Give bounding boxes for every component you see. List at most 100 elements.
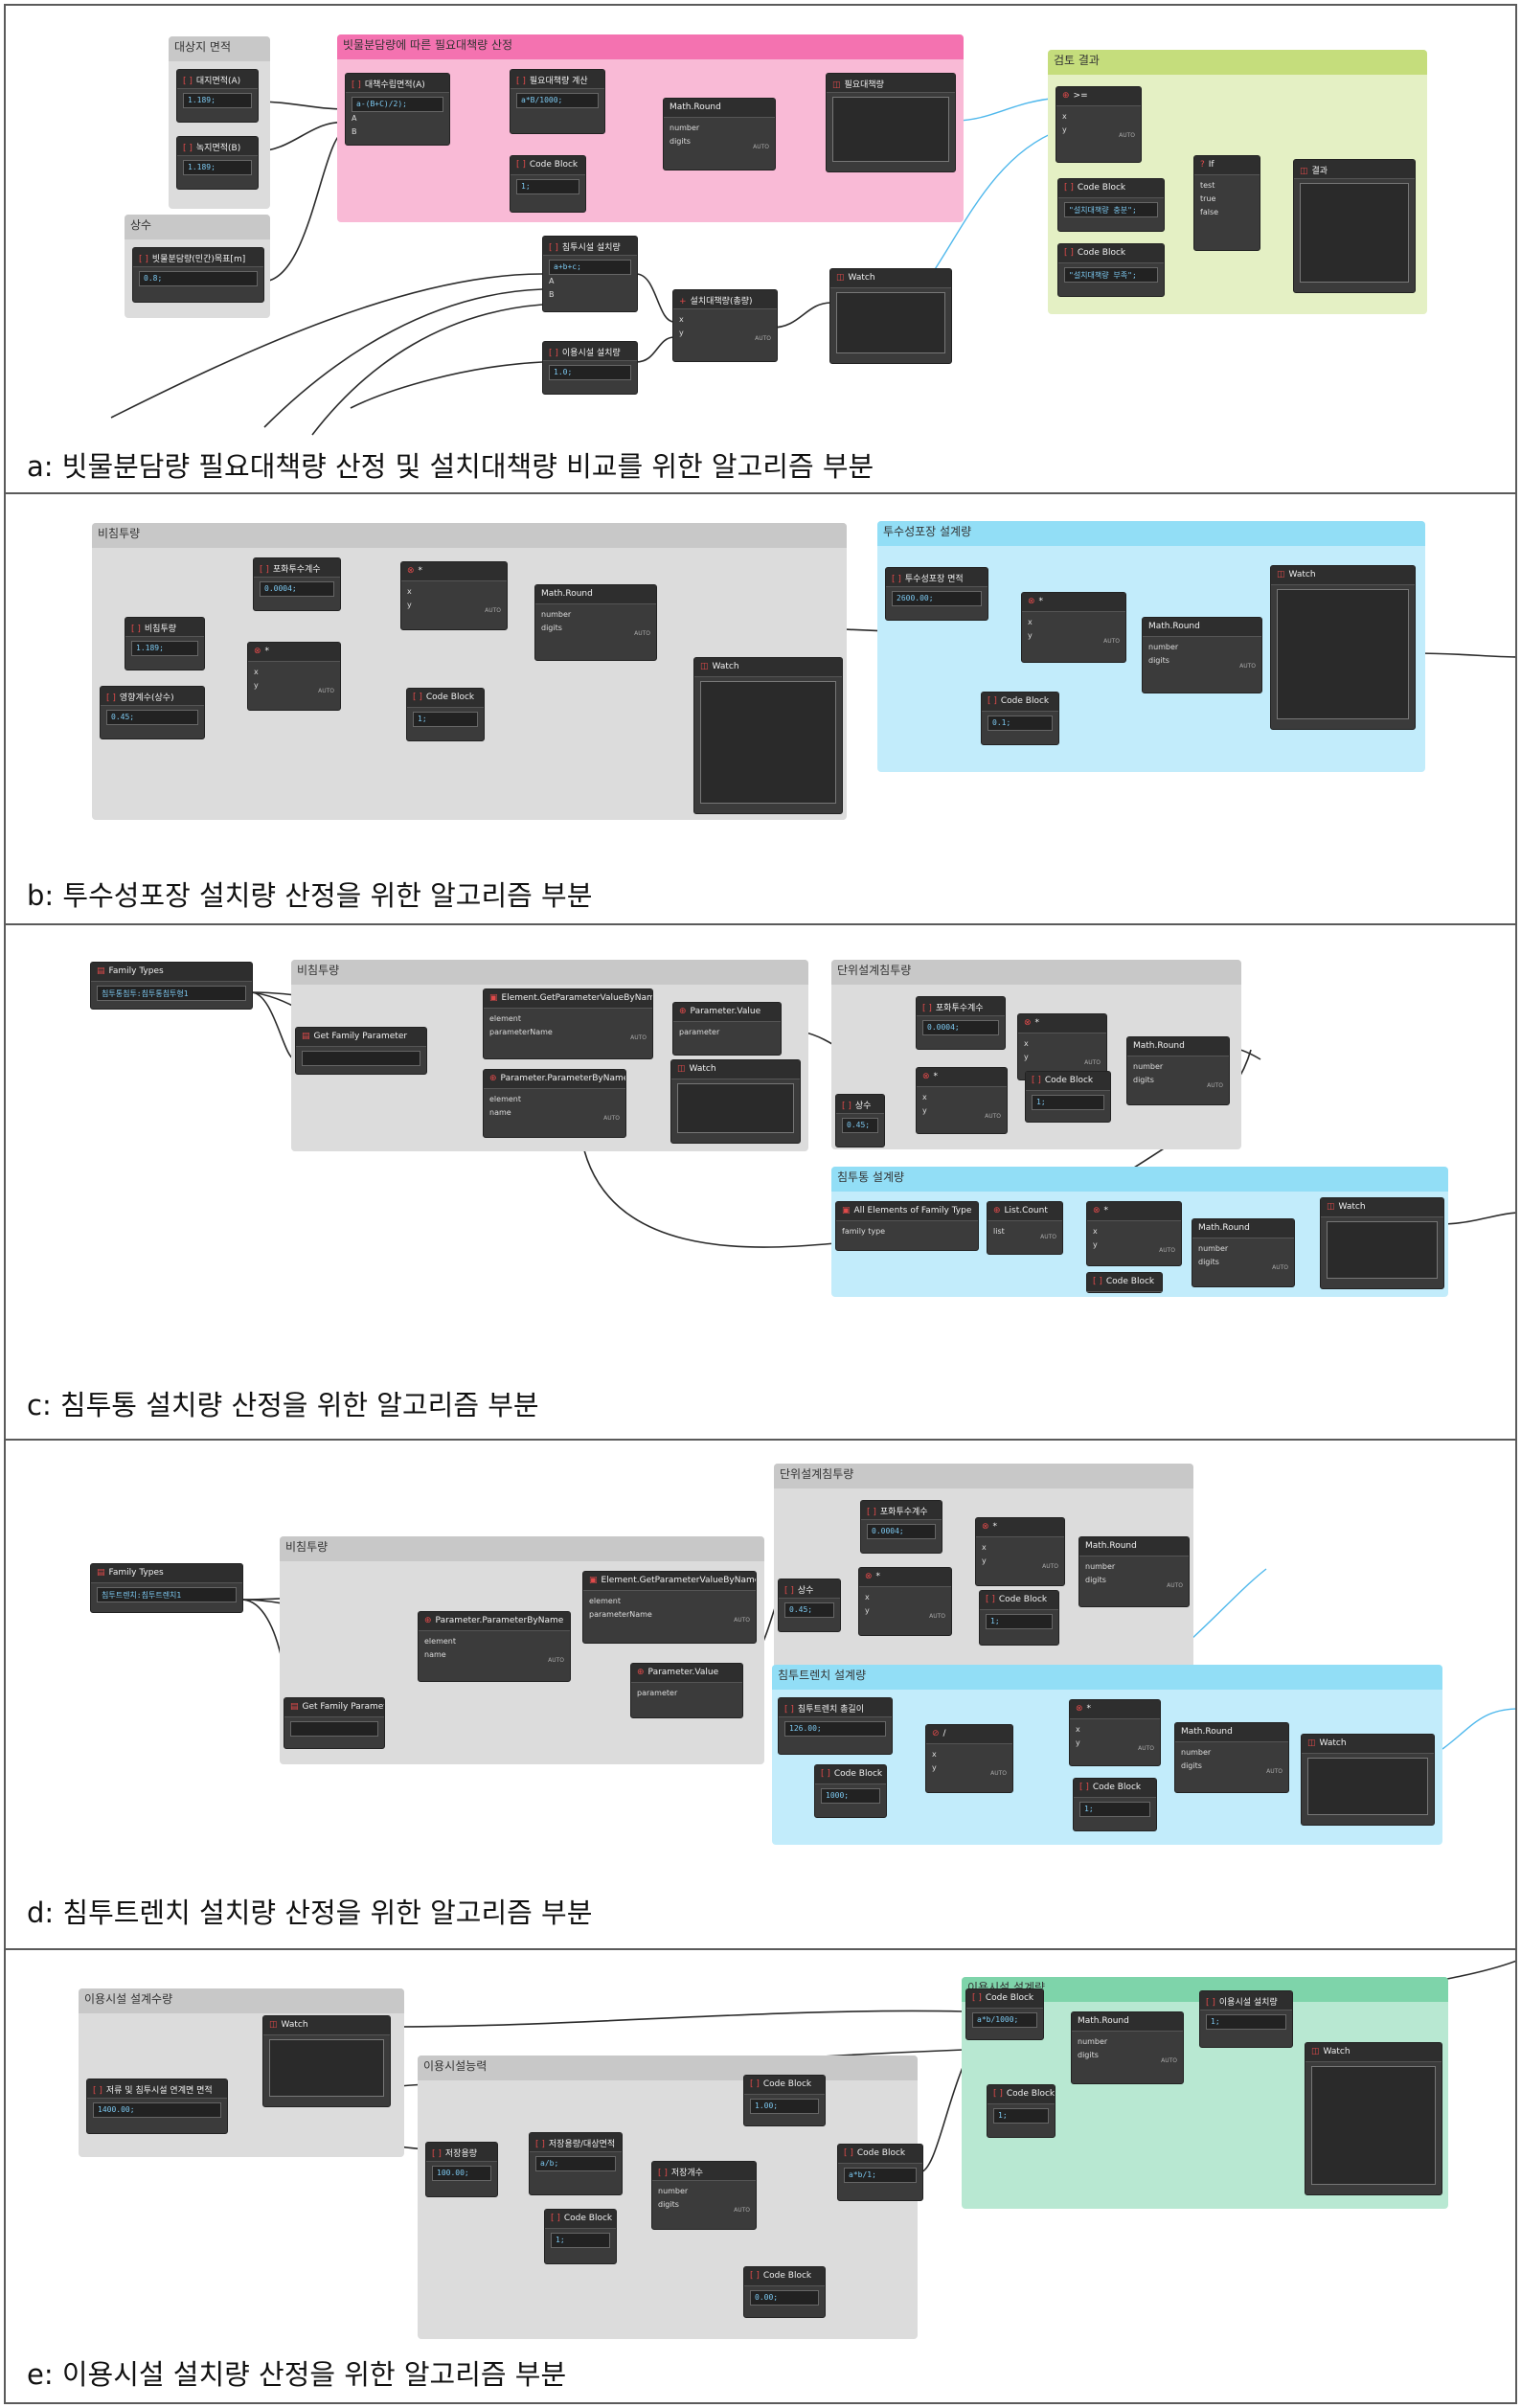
node-watch[interactable]: ◫Watch xyxy=(1301,1734,1435,1826)
value-field[interactable]: 1400.00; xyxy=(93,2102,221,2118)
node-all-elem[interactable]: ▣All Elements of Family Type family type xyxy=(835,1201,979,1251)
node-family-types[interactable]: ▤Family Types 침투트렌치:침투트렌치1 xyxy=(90,1563,243,1613)
node-cb-g1[interactable]: [ ]Code Block a*b/1000; xyxy=(965,1988,1044,2040)
value-field[interactable]: 0.0004; xyxy=(867,1524,936,1539)
node-const[interactable]: [ ]빗물분담량(민간)목표[m] 0.8; xyxy=(132,247,264,303)
value-field[interactable]: 1.0; xyxy=(549,365,631,380)
node-get-param[interactable]: ▤Get Family Parameter xyxy=(295,1027,427,1075)
value-field[interactable]: a*B/1000; xyxy=(516,93,599,108)
value-field[interactable]: "설치대책량 부족"; xyxy=(1064,267,1158,283)
node-code-block[interactable]: [ ]Code Block 1; xyxy=(406,688,485,741)
node-porosity[interactable]: [ ]포화투수계수 0.0004; xyxy=(860,1500,942,1554)
value-field[interactable]: a*b/1000; xyxy=(972,2012,1037,2028)
node-watch[interactable]: ◫Watch xyxy=(693,657,843,814)
value-field[interactable]: 1; xyxy=(516,179,579,194)
node-cb-g2[interactable]: [ ]Code Block 1; xyxy=(987,2084,1056,2138)
node-const[interactable]: [ ]상수 0.45; xyxy=(835,1094,885,1147)
value-field[interactable]: 1; xyxy=(413,712,478,727)
node-roof-area[interactable]: [ ]저류 및 침투시설 연계면 면적 1400.00; xyxy=(86,2079,228,2134)
value-field[interactable]: 1; xyxy=(551,2233,610,2248)
value-field[interactable]: "설치대책량 충분"; xyxy=(1064,202,1158,217)
node-code-block[interactable]: [ ]Code Block 1; xyxy=(544,2209,617,2264)
node-param-value[interactable]: ⊕Parameter.Value parameter xyxy=(672,1002,782,1056)
value-field[interactable]: 0.0004; xyxy=(922,1020,999,1035)
family-dropdown[interactable]: 침투트렌치:침투트렌치1 xyxy=(97,1587,237,1602)
node-code-block3[interactable]: [ ]Code Block 1000; xyxy=(814,1764,887,1818)
node-cb-bot[interactable]: [ ]Code Block 0.00; xyxy=(743,2266,826,2318)
value-field[interactable]: a*b/1; xyxy=(844,2168,917,2183)
node-code-block[interactable]: [ ]Code Block 1; xyxy=(1025,1071,1111,1123)
value-field[interactable]: 1.189; xyxy=(183,160,252,175)
node-result[interactable]: ◫결과 xyxy=(1293,159,1416,293)
param-dropdown[interactable] xyxy=(302,1051,420,1066)
node-get-param[interactable]: ▤Get Family Parameter xyxy=(284,1697,385,1749)
value-field[interactable]: a/b; xyxy=(535,2156,616,2171)
value-field[interactable]: 1.189; xyxy=(183,93,252,108)
node-watch[interactable]: ◫Watch xyxy=(829,268,952,364)
value-field[interactable]: 1.189; xyxy=(131,641,198,656)
value-field[interactable]: a+b+c; xyxy=(549,260,631,275)
value-field[interactable]: 0.0004; xyxy=(260,581,334,597)
node-elem-get[interactable]: ▣Element.GetParameterValueByName element… xyxy=(483,988,653,1059)
node-porosity[interactable]: [ ]포화투수계수 0.0004; xyxy=(916,996,1006,1050)
node-watch2[interactable]: ◫Watch xyxy=(1305,2042,1442,2195)
node-factor[interactable]: [ ]영향계수(상수) 0.45; xyxy=(100,686,205,739)
node-code-block[interactable]: [ ]Code Block 1; xyxy=(510,155,586,213)
node-family-types[interactable]: ▤Family Types 침투통침투:침투통침투형1 xyxy=(90,962,253,1010)
node-param-value[interactable]: ⊕Parameter.Value parameter xyxy=(630,1663,743,1718)
value-field[interactable]: a-(B+C)/2); xyxy=(352,97,443,112)
node-rain[interactable]: [ ]비침투량 1.189; xyxy=(125,617,205,670)
node-code-block2[interactable]: [ ]Code Block xyxy=(1086,1272,1163,1293)
value-field[interactable]: 126.00; xyxy=(784,1721,886,1737)
value-field[interactable]: 0.45; xyxy=(784,1602,834,1618)
node-use-install[interactable]: [ ]이용시설 설치량 1.0; xyxy=(542,341,638,395)
node-tank[interactable]: [ ]저장용량 100.00; xyxy=(425,2142,498,2197)
value-field[interactable]: 1; xyxy=(1032,1095,1104,1110)
value-field[interactable]: 2600.00; xyxy=(892,591,982,606)
value-field[interactable]: 1; xyxy=(986,1614,1053,1629)
node-cb-mid[interactable]: [ ]Code Block a*b/1; xyxy=(837,2144,923,2201)
node-elem-get[interactable]: ▣Element.GetParameterValueByName element… xyxy=(582,1571,757,1644)
node-cb-ng[interactable]: [ ]Code Block "설치대책량 부족"; xyxy=(1057,243,1165,297)
node-input-a[interactable]: [ ]대지면적(A) 1.189; xyxy=(176,69,259,123)
node-code-block[interactable]: [ ]Code Block 1; xyxy=(979,1590,1059,1646)
node-cb-top[interactable]: [ ]Code Block 1.00; xyxy=(743,2075,826,2126)
value-field[interactable]: 1000; xyxy=(821,1788,880,1804)
value-field[interactable]: 1; xyxy=(1079,1802,1150,1817)
value-field[interactable]: 1; xyxy=(1206,2014,1286,2030)
node-watch[interactable]: ◫Watch xyxy=(262,2015,391,2107)
node-trench-len[interactable]: [ ]침투트렌치 총길이 126.00; xyxy=(778,1697,893,1755)
node-cb-ok[interactable]: [ ]Code Block "설치대책량 충분"; xyxy=(1057,178,1165,232)
node-watch2[interactable]: ◫Watch xyxy=(1270,565,1416,730)
node-porosity[interactable]: [ ]포화투수계수 0.0004; xyxy=(253,557,341,611)
family-dropdown[interactable]: 침투통침투:침투통침투형1 xyxy=(97,986,246,1001)
value-field[interactable]: 1.00; xyxy=(750,2099,819,2114)
value-field[interactable]: 1; xyxy=(993,2108,1049,2124)
node-pave-area[interactable]: [ ]투수성포장 면적 2600.00; xyxy=(885,567,988,621)
value-field[interactable]: 0.45; xyxy=(842,1118,878,1133)
node-need-watch[interactable]: ◫필요대책량 xyxy=(826,73,956,172)
